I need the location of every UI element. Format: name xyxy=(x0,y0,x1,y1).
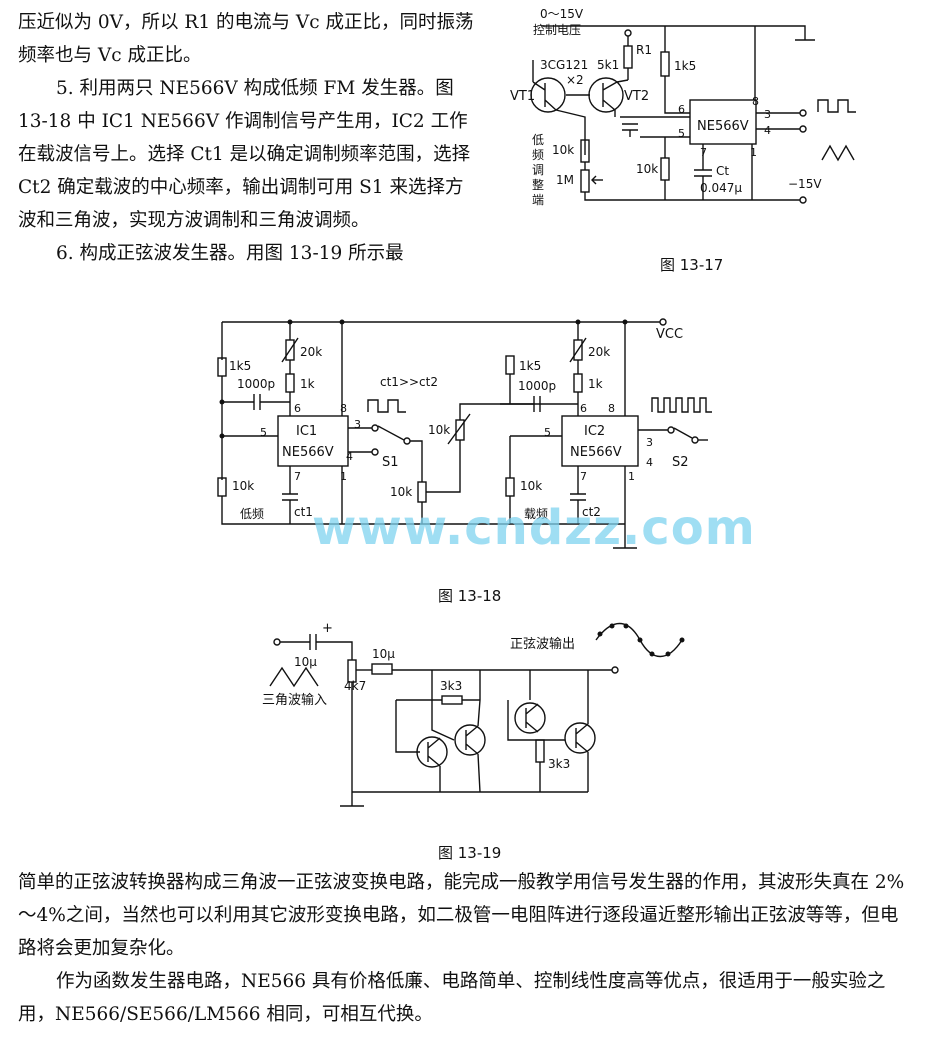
fig19-pot: 4k7 xyxy=(344,679,366,693)
fig18-ic2-p4: 4 xyxy=(646,456,653,469)
fig18-r1k5b: 1k5 xyxy=(519,359,541,373)
fig18-c1000b: 1000p xyxy=(518,379,556,393)
paragraph-2: 5. 利用两只 NE566V 构成低频 FM 发生器。图 13-18 中 IC1… xyxy=(18,78,471,231)
fig18-square-wave-a-icon xyxy=(367,399,406,413)
fig18-ic2-p1: 1 xyxy=(628,470,635,483)
fig17-tune-3: 整 xyxy=(532,177,544,192)
fig18-ic2-p8: 8 xyxy=(608,402,615,415)
fig17-vt1: VT1 xyxy=(510,89,535,104)
fig18-carrier: 载频 xyxy=(524,507,548,521)
fig18-ct1: ct1 xyxy=(294,505,313,519)
fig18-r1k5a: 1k5 xyxy=(229,359,251,373)
fig19-tri-in: 三角波输入 xyxy=(262,692,327,708)
triangle-wave-icon xyxy=(821,144,855,162)
fig18-low: 低频 xyxy=(240,507,264,521)
fig18-r20ka: 20k xyxy=(300,345,322,359)
fig17-caption: 图 13-17 xyxy=(660,256,724,274)
fig18-c1000a: 1000p xyxy=(237,377,275,391)
fig18-ct2: ct2 xyxy=(582,505,601,519)
fig18-ic2-p5: 5 xyxy=(544,426,551,439)
fig18-ne2-label: NE566V xyxy=(570,445,622,460)
fig17-r10k-b: 10k xyxy=(636,162,658,176)
fig18-r10ka: 10k xyxy=(232,479,254,493)
figure-13-17: 0～15V 控制电压 3CG121 ×2 VT1 VT2 R1 5k1 1k5 xyxy=(510,7,856,207)
fig18-r20kb: 20k xyxy=(588,345,610,359)
fig17-pin5: 5 xyxy=(678,127,685,140)
fig19-r3k3b: 3k3 xyxy=(548,757,570,771)
top-text-block: 压近似为 0V，所以 R1 的电流与 Vc 成正比，同时振荡频率也与 Vc 成正… xyxy=(18,6,478,270)
fig17-tune-1: 频 xyxy=(532,148,544,162)
fig17-pin4: 4 xyxy=(764,124,771,137)
fig17-r10k-a: 10k xyxy=(552,143,574,157)
figure-13-18: VCC 1k5 1000p 10k 低频 20k 1k IC1 NE566V 6… xyxy=(217,318,712,549)
fig17-r1: R1 xyxy=(636,43,652,57)
fig17-vt2: VT2 xyxy=(624,89,649,104)
fig18-ic1-p7: 7 xyxy=(294,470,301,483)
paragraph-4: 简单的正弦波转换器构成三角波一正弦波变换电路，能完成一般教学用信号发生器的作用，… xyxy=(18,872,905,959)
fig18-r10kb: 10k xyxy=(390,485,412,499)
fig18-r10kd: 10k xyxy=(520,479,542,493)
fig18-ic1-label: IC1 xyxy=(296,424,317,439)
fig18-ic1-p3: 3 xyxy=(354,418,361,431)
fig17-x2: ×2 xyxy=(566,73,584,87)
fig17-neg: −15V xyxy=(788,177,822,191)
fig19-r3k3a: 3k3 xyxy=(440,679,462,693)
fig17-ic xyxy=(689,99,757,145)
fig18-r10kc: 10k xyxy=(428,423,450,437)
fig18-ic1-p5: 5 xyxy=(260,426,267,439)
fig19-plus: + xyxy=(322,621,333,636)
paragraph-5: 作为函数发生器电路，NE566 具有价格低廉、电路简单、控制线性度高等优点，很适… xyxy=(18,971,886,1025)
fig17-pin8: 8 xyxy=(752,95,759,108)
fig17-ic-label: NE566V xyxy=(697,119,749,134)
fig18-s1: S1 xyxy=(382,455,399,470)
fig19-c10u-b: 10μ xyxy=(372,647,395,661)
paragraph-3: 6. 构成正弦波发生器。用图 13-19 所示最 xyxy=(56,243,404,264)
fig18-ic1-p4: 4 xyxy=(346,450,353,463)
fig18-ic1-p1: 1 xyxy=(340,470,347,483)
paragraph-1: 压近似为 0V，所以 R1 的电流与 Vc 成正比，同时振荡频率也与 Vc 成正… xyxy=(18,12,474,66)
fig17-pin3: 3 xyxy=(764,108,771,121)
bottom-text-block: 简单的正弦波转换器构成三角波一正弦波变换电路，能完成一般教学用信号发生器的作用，… xyxy=(18,866,913,1031)
fig18-ic2-p6: 6 xyxy=(580,402,587,415)
fig18-ne1-label: NE566V xyxy=(282,445,334,460)
fig18-r1kb: 1k xyxy=(588,377,603,391)
fig18-ic1-p8: 8 xyxy=(340,402,347,415)
fig19-triangle-wave-icon xyxy=(269,666,319,688)
fig18-square-wave-b-icon xyxy=(651,397,712,413)
fig17-r1k5: 1k5 xyxy=(674,59,696,73)
fig18-s2: S2 xyxy=(672,455,689,470)
fig17-pin6: 6 xyxy=(678,103,685,116)
fig19-caption: 图 13-19 xyxy=(438,844,502,862)
fig19-c10u: 10μ xyxy=(294,655,317,669)
fig17-r1v: 5k1 xyxy=(597,58,619,72)
fig17-ct: Ct xyxy=(716,164,729,178)
fig17-r1m: 1M xyxy=(556,173,574,187)
fig17-pin1: 1 xyxy=(750,146,757,159)
fig18-ic1 xyxy=(277,415,349,467)
fig18-r1ka: 1k xyxy=(300,377,315,391)
fig17-tune-0: 低 xyxy=(532,133,544,147)
fig17-tune-4: 端 xyxy=(532,193,544,207)
fig17-trans: 3CG121 xyxy=(540,58,588,72)
fig18-ic2-p7: 7 xyxy=(580,470,587,483)
fig18-ic2-label: IC2 xyxy=(584,424,605,439)
fig17-ctrl: 控制电压 xyxy=(533,23,581,37)
fig17-tune-2: 调 xyxy=(532,163,544,177)
fig19-sine-out: 正弦波输出 xyxy=(510,636,575,652)
fig17-ctv: 0.047μ xyxy=(700,181,742,195)
fig18-ic2 xyxy=(561,415,639,467)
fig17-range: 0～15V xyxy=(540,7,584,21)
fig18-ic2-p3: 3 xyxy=(646,436,653,449)
watermark: www.cndzz.com xyxy=(312,500,756,556)
fig18-ct-rel: ct1>>ct2 xyxy=(380,375,438,389)
fig18-vcc: VCC xyxy=(656,327,683,342)
square-wave-icon xyxy=(817,99,856,113)
fig18-caption: 图 13-18 xyxy=(438,587,502,605)
figure-13-19: + 10μ 三角波输入 4k7 10μ 正弦波输出 3k3 xyxy=(262,621,685,807)
fig18-ic1-p6: 6 xyxy=(294,402,301,415)
